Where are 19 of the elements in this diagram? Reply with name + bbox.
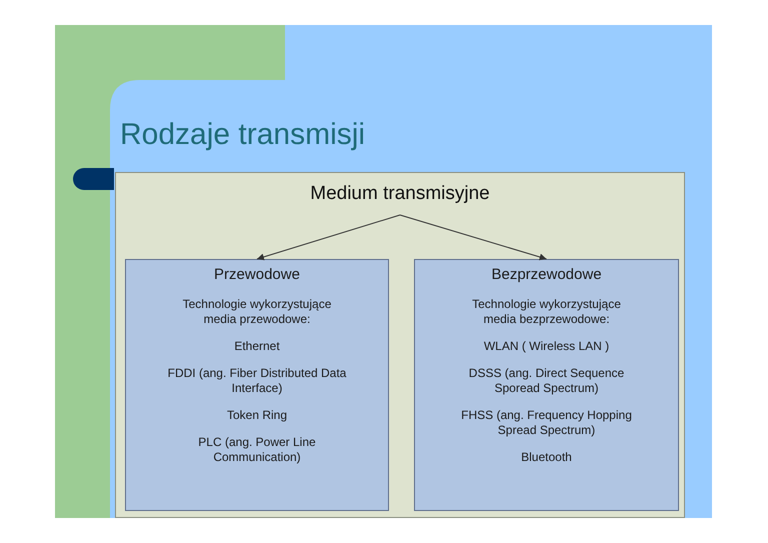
list-item: DSSS (ang. Direct Sequence Sporead Spectrum) <box>468 366 626 396</box>
box-subtitle: Technologie wykorzystujące media przewodowe: <box>182 297 332 327</box>
category-box <box>125 259 389 511</box>
list-item: FHSS (ang. Frequency Hopping Spread Spectrum) <box>460 408 633 438</box>
list-item: PLC (ang. Power Line Communication) <box>197 435 317 465</box>
arrow <box>400 214 547 260</box>
box-heading: Bezprzewodowe <box>490 266 603 283</box>
list-item: Bluetooth <box>520 450 573 465</box>
slide-title: Rodzaje transmisji <box>120 118 366 152</box>
category-box <box>414 259 679 511</box>
box-heading: Przewodowe <box>213 266 301 283</box>
list-item: WLAN ( Wireless LAN ) <box>482 339 610 354</box>
list-item: FDDI (ang. Fiber Distributed Data Interface) <box>166 366 348 396</box>
container-heading: Medium transmisyjne <box>309 183 491 205</box>
arrow <box>256 214 400 260</box>
container-box <box>115 172 685 518</box>
list-item: Token Ring <box>226 408 288 423</box>
list-item: Ethernet <box>233 339 281 354</box>
box-subtitle: Technologie wykorzystujące media bezprzewodowe: <box>471 297 622 327</box>
